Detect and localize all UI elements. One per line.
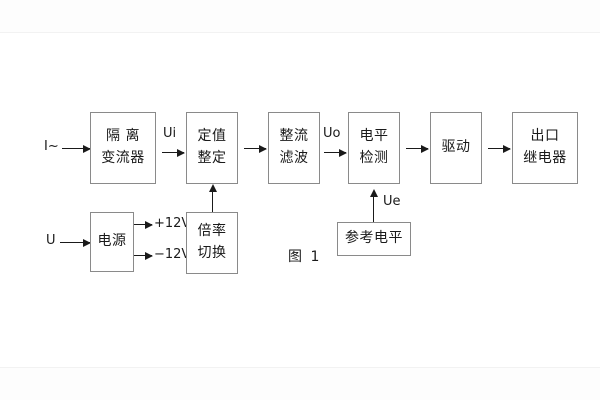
block-isolation-transformer-line2: 变流器 [101, 150, 145, 166]
signal-ui-label: Ui [163, 126, 177, 141]
signal-uo-label: Uo [323, 126, 341, 141]
block-level-detection-line1: 电平 [359, 128, 389, 145]
block-setting-value-line2: 整定 [197, 150, 227, 166]
block-setting-value: 定值 整定 [186, 112, 238, 184]
arrow-reference-to-level [369, 189, 378, 222]
block-output-relay-line2: 继电器 [523, 150, 567, 166]
arrow-driver-to-output-relay [488, 144, 511, 153]
block-reference-level: 参考电平 [337, 222, 411, 256]
arrow-multiplier-to-setting [208, 184, 217, 212]
arrow-setting-to-rectifier [244, 144, 267, 153]
block-driver-line1: 驱动 [441, 139, 471, 156]
block-power-supply-line1: 电源 [97, 233, 127, 250]
rail-positive-arrow [134, 220, 153, 229]
rail-negative-label: −12V [154, 247, 191, 262]
block-multiplier-switch-line2: 切换 [197, 245, 227, 261]
arrow-current-to-isolation [70, 144, 91, 153]
block-power-supply: 电源 [90, 212, 134, 272]
arrow-voltage-to-power-supply [70, 238, 91, 247]
block-reference-level-line1: 参考电平 [345, 230, 403, 247]
input-current-label: I~ [44, 139, 59, 154]
block-multiplier-switch-line1: 倍率 [197, 223, 227, 240]
rail-negative-arrow [134, 251, 153, 260]
block-output-relay: 出口 继电器 [512, 112, 578, 184]
block-rectifier-filter-line2: 滤波 [279, 150, 309, 166]
input-current-lead [62, 148, 70, 149]
rail-positive-label: +12V [154, 216, 191, 231]
block-level-detection-line2: 检测 [359, 150, 389, 166]
input-voltage-lead [60, 242, 70, 243]
block-level-detection: 电平 检测 [348, 112, 400, 184]
input-voltage-label: U [46, 233, 56, 248]
block-rectifier-filter-line1: 整流 [279, 128, 309, 145]
block-multiplier-switch: 倍率 切换 [186, 212, 238, 274]
block-output-relay-line1: 出口 [530, 128, 560, 145]
block-isolation-transformer: 隔 离 变流器 [90, 112, 156, 184]
arrow-isolation-to-setting [162, 148, 185, 157]
block-isolation-transformer-line1: 隔 离 [106, 128, 140, 145]
block-rectifier-filter: 整流 滤波 [268, 112, 320, 184]
signal-ue-label: Ue [383, 194, 401, 209]
arrow-rectifier-to-level [324, 148, 347, 157]
figure-caption: 图 1 [288, 249, 322, 265]
diagram-frame [0, 32, 600, 368]
arrow-level-to-driver [406, 144, 429, 153]
block-driver: 驱动 [430, 112, 482, 184]
block-setting-value-line1: 定值 [197, 128, 227, 145]
